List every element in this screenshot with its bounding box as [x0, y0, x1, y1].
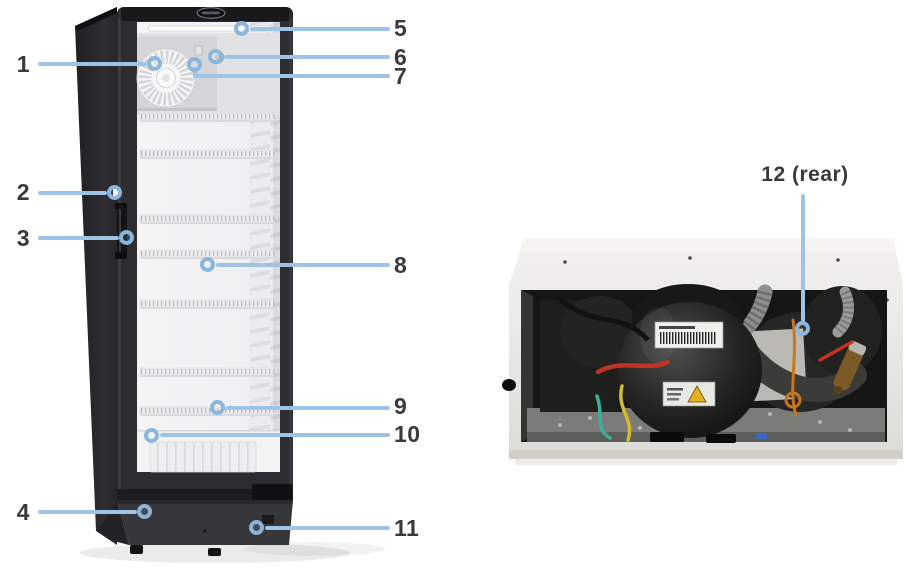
callout-10-label: 10: [394, 421, 421, 447]
rear-photo-shadow: [515, 459, 897, 465]
callout-4-line: [38, 510, 137, 514]
shelf: [139, 112, 275, 122]
callout-6-label: 6: [394, 44, 408, 70]
handle-bracket-bottom: [115, 252, 127, 259]
temperature-sensor: [194, 45, 203, 56]
shelf: [139, 367, 275, 377]
callout-12-line: [801, 194, 805, 322]
callout-7-line: [193, 74, 390, 78]
rear-cabinet-top-light: [520, 238, 896, 252]
compartment-left-wall: [521, 290, 533, 442]
cabinet-top-edge: [75, 7, 117, 31]
callout-6-line: [224, 55, 390, 59]
callout-11-line: [265, 526, 390, 530]
red-wire: [595, 359, 671, 375]
shelf: [139, 149, 275, 159]
callout-5-line: [250, 27, 390, 31]
leveling-foot: [208, 548, 221, 556]
callout-9-label: 9: [394, 393, 408, 419]
callout-9-marker: [210, 400, 225, 415]
refrigerator-figure: [75, 7, 385, 563]
teal-wire: [595, 394, 612, 440]
callout-10-marker: [144, 428, 159, 443]
callout-11-marker: [249, 520, 264, 535]
bottom-vent-ribs: [150, 442, 256, 472]
door-frame-right-highlight: [289, 9, 292, 497]
circulation-fan: [136, 48, 196, 108]
callout-8-label: 8: [394, 252, 408, 278]
callout-6-marker: [208, 49, 223, 64]
base-notch: [262, 515, 274, 524]
interior-bottom-edge: [137, 430, 280, 432]
shelf: [139, 214, 275, 224]
callout-12-marker: [795, 321, 810, 336]
base-side: [98, 500, 129, 545]
callout-2-line: [38, 191, 107, 195]
callout-4-marker: [137, 504, 152, 519]
callout-7-marker: [187, 57, 202, 72]
compressor-barcode-sticker: [654, 321, 724, 349]
callout-2-marker: [107, 185, 122, 200]
blue-clip: [755, 433, 767, 439]
dryer-red-wire: [818, 340, 854, 362]
door-handle-highlight: [119, 209, 121, 253]
brand-badge-text: [202, 11, 220, 15]
wire-shelves: [139, 112, 275, 416]
callout-9-line: [226, 406, 390, 410]
callout-12-label: 12 (rear): [761, 163, 849, 186]
black-wire: [558, 297, 650, 342]
callout-5-marker: [234, 21, 249, 36]
base-screw: [203, 529, 207, 533]
callout-1-marker: [147, 56, 162, 71]
callout-8-marker: [200, 257, 215, 272]
callout-2-label: 2: [16, 179, 30, 205]
cabinet-side-panel: [75, 7, 117, 545]
yellow-wire: [619, 384, 632, 442]
callout-1-label: 1: [16, 51, 30, 77]
leveling-foot: [130, 545, 143, 554]
callout-7-line-elbow: [193, 67, 197, 78]
side-knob: [502, 379, 516, 391]
floor-shadow-right: [245, 542, 385, 556]
filter-dryer: [833, 341, 867, 394]
orange-wire: [784, 318, 802, 417]
door-bottom-rail: [117, 489, 293, 501]
callout-3-line: [38, 236, 119, 240]
base-top-lip: [117, 500, 293, 504]
callout-3-label: 3: [16, 225, 30, 251]
rear-cabinet-bottom-strip: [509, 450, 903, 459]
base-kick-plate: [117, 500, 293, 545]
compressor: [618, 284, 762, 443]
callout-11-label: 11: [394, 515, 420, 541]
bottom-hinge-cover: [252, 484, 292, 501]
compressor-warning-sticker: [662, 381, 716, 407]
compressor-photo-figure: [502, 238, 903, 465]
small-hose: [832, 286, 854, 338]
callout-10-line: [160, 433, 390, 437]
shelf: [139, 406, 275, 416]
floor-studs: [558, 412, 852, 432]
callout-1-line: [38, 62, 147, 66]
shelf: [139, 299, 275, 309]
callout-7-label: 7: [394, 63, 408, 89]
callout-8-line: [216, 263, 390, 267]
callout-3-marker: [119, 230, 134, 245]
callout-4-label: 4: [16, 499, 30, 525]
fan-panel-shadow: [137, 108, 217, 111]
callout-5-label: 5: [394, 15, 408, 41]
interior-right-shade: [273, 22, 280, 472]
